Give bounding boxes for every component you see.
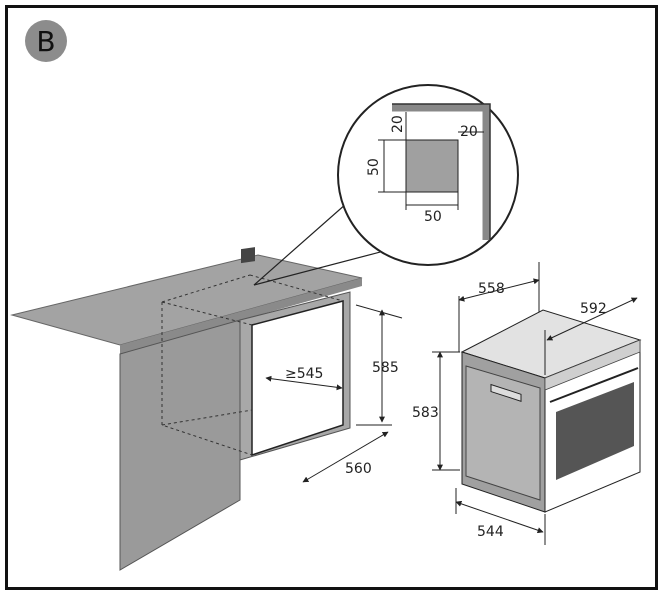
cutout-width-label: 50 [424,209,442,225]
oven-front-width-label: 592 [580,301,607,317]
countertop-edge [120,278,362,354]
side-gap-label: 20 [460,124,478,140]
oven-dimensions [432,262,638,545]
cabinet-side-panel [119,319,241,571]
detail-callout [253,84,519,286]
ventilation-cutout [241,247,255,264]
section-badge: B [25,20,67,62]
kitchen-cabinet [10,247,363,571]
niche-hidden-lines [161,274,344,456]
oven-height-label: 583 [412,405,439,421]
cutout-height-label: 50 [366,158,382,176]
oven-depth-label: 544 [477,524,504,540]
oven-door-window [556,382,634,480]
niche-dimensions [265,304,403,483]
niche-depth-label: ≥545 [285,366,323,382]
top-gap-label: 20 [390,115,406,133]
oven-body-width-label: 558 [478,281,505,297]
niche-width-label: 560 [345,461,372,477]
cutout-square [405,139,459,193]
niche-height-label: 585 [372,360,399,376]
oven [460,309,642,513]
